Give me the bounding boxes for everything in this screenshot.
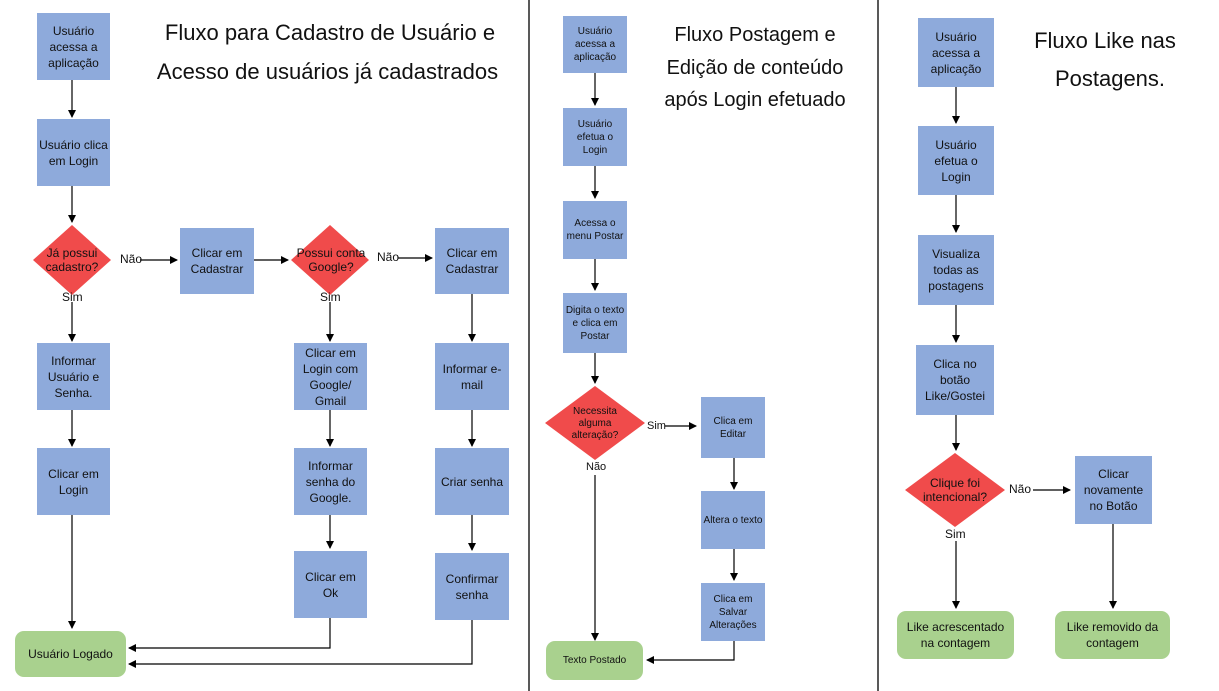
flow1-google-pass: Informar senha do Google. [294,448,367,515]
flow1-create-pass: Criar senha [435,448,509,515]
flow3-like-removed: Like removido da contagem [1055,611,1170,659]
flow2-title-line1: Fluxo Postagem e [674,24,836,46]
flow1-click-login-2: Clicar em Login [37,448,110,515]
decision-intent-shape [905,453,1005,527]
flow3-label-no: Não [1009,482,1032,496]
flow1-decision-google: Possui conta Google? [296,246,366,274]
connectors [68,73,1117,668]
flow1-click-login: Usuário clica em Login [37,119,110,186]
flow2-save: Clica em Salvar Alterações [701,583,765,641]
flow1-label-no-2: Não [377,250,400,264]
flow1-click-register: Clicar em Cadastrar [180,228,254,294]
flow3-decision-intent: Clique foi intencional? [922,476,988,504]
flow1-label-yes-2: Sim [320,290,341,304]
flow2-label-no: Não [586,461,607,473]
flow2-menu: Acessa o menu Postar [563,201,627,259]
flow1-start: Usuário acessa a aplicação [37,13,110,80]
flow2-alter: Altera o texto [701,491,765,549]
flow2-end-posted: Texto Postado [546,641,643,680]
flow1-decision-has-account: Já possui cadastro? [45,246,99,274]
flow3-click-again: Clicar novamente no Botão [1075,456,1152,524]
flow3-start: Usuário acessa a aplicação [918,18,994,87]
flow1-label-no-1: Não [120,252,143,266]
flow2-edit: Clica em Editar [701,397,765,458]
flow2-title-line3: após Login efetuado [664,89,846,111]
decision-has-account-shape [33,225,111,295]
decision-change-shape [545,386,645,460]
flow1-title-line2: Acesso de usuários já cadastrados [156,59,499,84]
flow3-like: Clica no botão Like/Gostei [916,345,994,415]
flow1-title-line1: Fluxo para Cadastro de Usuário e [164,20,496,45]
decision-google-shape [291,225,369,295]
flow2-start: Usuário acessa a aplicação [563,16,627,73]
flow3-like-added: Like acrescentado na contagem [897,611,1014,659]
flow2-label-yes: Sim [647,420,666,432]
flow1-label-yes-1: Sim [62,290,83,304]
flow3-view: Visualiza todas as postagens [918,235,994,305]
flow1-confirm-pass: Confirmar senha [435,553,509,620]
flow3-login: Usuário efetua o Login [918,126,994,195]
flow2-title-line2: Edição de conteúdo [666,57,844,79]
flow1-inform-user-pass: Informar Usuário e Senha. [37,343,110,410]
flow3-title-line1: Fluxo Like nas [1034,28,1176,53]
flow2-type-text: Digita o texto e clica em Postar [563,293,627,353]
flow3-title-line2: Postagens. [1054,66,1166,91]
flow3-label-yes: Sim [945,527,966,541]
flow1-login-google: Clicar em Login com Google/ Gmail [294,343,367,410]
flow1-inform-email: Informar e-mail [435,343,509,410]
flow1-click-ok: Clicar em Ok [294,551,367,618]
flow1-end-logged: Usuário Logado [15,631,126,677]
flow1-click-register-2: Clicar em Cadastrar [435,228,509,294]
flow2-decision-change: Necessita alguma alteração? [571,406,619,441]
flow2-login: Usuário efetua o Login [563,108,627,166]
